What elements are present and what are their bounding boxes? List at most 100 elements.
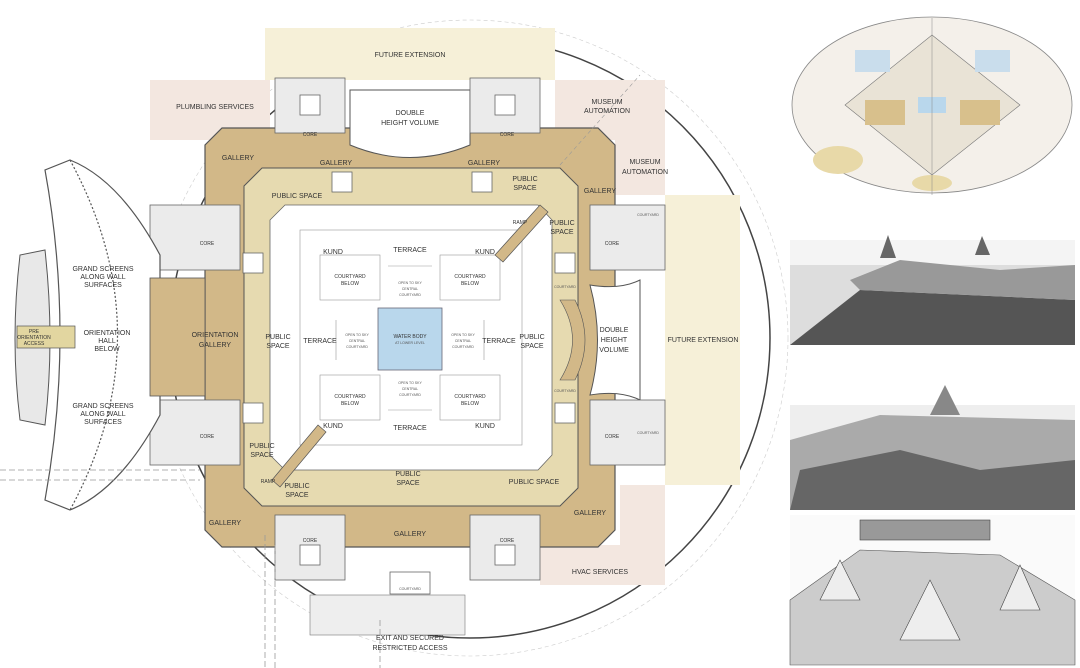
- orientation-labels: ORIENTATION GALLERY GRAND SCREENS ALONG …: [17, 266, 238, 426]
- museum-automation-zone-right: [615, 125, 665, 195]
- perspective-view-3: [789, 515, 1076, 666]
- double-height-volume-top: [349, 89, 471, 158]
- label-public-space: PUBLIC: [265, 334, 290, 341]
- outer-dashed-circle: [151, 19, 789, 657]
- label-terrace: TERRACE: [393, 425, 427, 432]
- perspective-view-1: [790, 235, 1075, 345]
- label-courtyard-below-line2: BELOW: [461, 281, 479, 287]
- label-double-height-top-line2: HEIGHT VOLUME: [381, 120, 439, 127]
- label-public-space: PUBLIC: [519, 334, 544, 341]
- label-pre-orientation-3: ACCESS: [24, 341, 45, 347]
- label-future-extension-top: FUTURE EXTENSION: [375, 52, 446, 59]
- future-extension-zone-right: [665, 195, 740, 485]
- label-open-to-sky-2: CENTRAL: [402, 287, 418, 291]
- perspective-view-2: [790, 385, 1075, 510]
- label-grand-screens-3: SURFACES: [84, 282, 122, 289]
- pre-orientation-access: [16, 325, 76, 349]
- label-gallery: GALLERY: [222, 155, 254, 162]
- label-hvac-services: HVAC SERVICES: [572, 569, 628, 576]
- label-courtyard-small: COURTYARD: [637, 213, 659, 217]
- label-core: CORE: [303, 538, 318, 544]
- label-public-space-line2: SPACE: [550, 229, 574, 236]
- label-water-body: WATER BODY: [393, 334, 427, 340]
- label-gallery: GALLERY: [320, 160, 352, 167]
- label-courtyard-below: COURTYARD: [334, 274, 366, 280]
- future-extension-zone-top: [265, 28, 555, 80]
- label-double-height-top: DOUBLE: [396, 110, 425, 117]
- label-public-space: PUBLIC: [249, 443, 274, 450]
- label-museum-automation-2-line2: AUTOMATION: [622, 169, 668, 176]
- label-double-height-right-3: VOLUME: [599, 347, 629, 354]
- label-museum-automation-2: MUSEUM: [629, 159, 660, 166]
- label-grand-screens-2: ALONG WALL: [80, 274, 125, 281]
- label-public-space: PUBLIC SPACE: [272, 193, 323, 200]
- label-kund: KUND: [475, 249, 495, 256]
- label-public-space-line2: SPACE: [396, 480, 420, 487]
- right-entry-arc: [559, 299, 586, 381]
- label-open-to-sky-3: COURTYARD: [452, 345, 474, 349]
- label-courtyard-below: COURTYARD: [334, 394, 366, 400]
- label-future-extension-right: FUTURE EXTENSION: [668, 337, 739, 344]
- label-core: CORE: [200, 434, 215, 440]
- label-water-body-line2: AT LOWER LEVEL: [395, 341, 425, 345]
- hvac-services-zone-bottom: [540, 545, 665, 585]
- core-blocks: [149, 77, 666, 636]
- label-public-space-line2: SPACE: [513, 185, 537, 192]
- label-kund: KUND: [475, 423, 495, 430]
- diagonal-axis: [559, 74, 641, 166]
- label-exit-access: EXIT AND SECURED: [376, 635, 444, 642]
- label-open-to-sky: OPEN TO SKY: [345, 333, 369, 337]
- isometric-view: [791, 16, 1073, 195]
- label-courtyard-small: COURTYARD: [554, 285, 576, 289]
- label-terrace: TERRACE: [393, 247, 427, 254]
- label-courtyard-small: COURTYARD: [399, 587, 421, 591]
- courtyard-labels: KUND KUND KUND KUND TERRACE TERRACE TERR…: [303, 247, 516, 432]
- label-open-to-sky: OPEN TO SKY: [451, 333, 475, 337]
- label-public-space-line2: SPACE: [520, 343, 544, 350]
- label-courtyard-below-line2: BELOW: [341, 281, 359, 287]
- label-orientation-gallery: ORIENTATION: [192, 332, 239, 339]
- water-body: [377, 307, 443, 371]
- label-plumbing-services: PLUMBLING SERVICES: [176, 104, 254, 111]
- label-museum-automation: MUSEUM: [591, 99, 622, 106]
- label-core: CORE: [303, 132, 318, 138]
- label-grand-screens: GRAND SCREENS: [72, 403, 133, 410]
- label-open-to-sky: OPEN TO SKY: [398, 281, 422, 285]
- label-grand-screens: GRAND SCREENS: [72, 266, 133, 273]
- label-double-height-right: DOUBLE: [600, 327, 629, 334]
- label-courtyard-small: COURTYARD: [554, 389, 576, 393]
- label-ramp: RAMP: [261, 479, 276, 485]
- label-public-space: PUBLIC: [549, 220, 574, 227]
- label-public-space: PUBLIC: [512, 176, 537, 183]
- label-core: CORE: [500, 538, 515, 544]
- label-open-to-sky-2: CENTRAL: [349, 339, 365, 343]
- label-courtyard-below-line2: BELOW: [461, 401, 479, 407]
- label-public-space-line2: SPACE: [266, 343, 290, 350]
- label-ramp: RAMP: [513, 220, 528, 226]
- access-paths: [0, 469, 381, 668]
- label-core: CORE: [605, 434, 620, 440]
- double-height-volume-right: [589, 279, 641, 401]
- gallery-labels: GALLERY GALLERY GALLERY GALLERY GALLERY …: [209, 155, 616, 538]
- ramp-bottom-left: [271, 424, 327, 488]
- label-gallery: GALLERY: [394, 531, 426, 538]
- label-terrace: TERRACE: [303, 338, 337, 345]
- label-open-to-sky-2: CENTRAL: [455, 339, 471, 343]
- label-core: CORE: [500, 132, 515, 138]
- label-public-space: PUBLIC: [284, 483, 309, 490]
- label-kund: KUND: [323, 423, 343, 430]
- label-open-to-sky: OPEN TO SKY: [398, 381, 422, 385]
- label-exit-access-line2: RESTRICTED ACCESS: [372, 645, 447, 652]
- label-orientation-gallery-line2: GALLERY: [199, 342, 231, 349]
- core-labels: CORE CORE CORE CORE CORE CORE CORE CORE …: [200, 132, 660, 591]
- label-open-to-sky-3: COURTYARD: [346, 345, 368, 349]
- label-orientation-hall-3: BELOW: [94, 346, 120, 353]
- label-open-to-sky-3: COURTYARD: [399, 293, 421, 297]
- label-open-to-sky-2: CENTRAL: [402, 387, 418, 391]
- label-public-space: PUBLIC: [395, 471, 420, 478]
- label-gallery: GALLERY: [584, 188, 616, 195]
- label-gallery: GALLERY: [209, 520, 241, 527]
- label-courtyard-small: COURTYARD: [637, 431, 659, 435]
- label-orientation-hall: ORIENTATION: [84, 330, 131, 337]
